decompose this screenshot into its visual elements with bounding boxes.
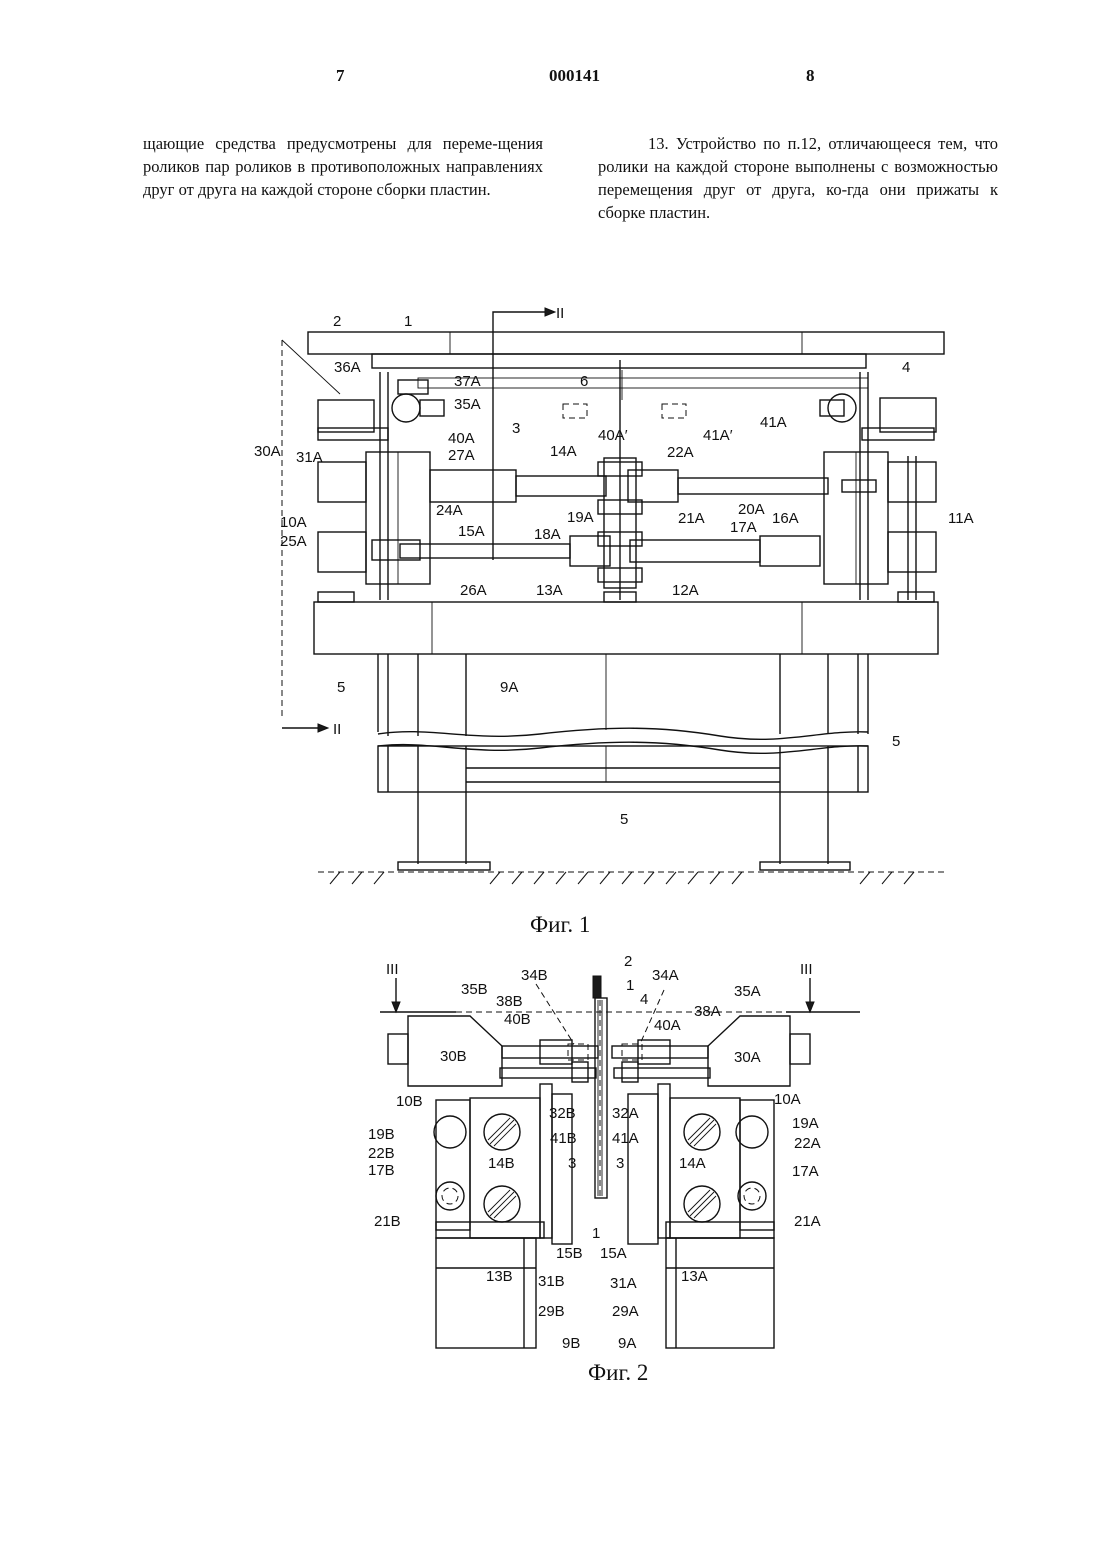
- figure-1-labels: 2 1 II 36A 37A 6 4 35A 40A 3 40A′ 41A′ 4…: [254, 305, 974, 828]
- fig2-label: 22B: [368, 1145, 395, 1162]
- fig1-label: 41A′: [703, 427, 733, 444]
- fig2-label: 3: [568, 1155, 576, 1172]
- fig2-label: 29B: [538, 1303, 565, 1320]
- fig1-label: 40A′: [598, 427, 628, 444]
- fig1-label: 27A: [448, 447, 475, 464]
- figure-1-drawing: [282, 308, 944, 884]
- fig1-label: 2: [333, 313, 341, 330]
- fig2-label: 34A: [652, 967, 679, 984]
- fig1-label: 35A: [454, 396, 481, 413]
- fig2-label: III: [386, 961, 399, 978]
- fig2-label: 1: [626, 977, 634, 994]
- fig1-label: 5: [620, 811, 628, 828]
- fig2-label: 9B: [562, 1335, 580, 1352]
- fig2-label: 41B: [550, 1130, 577, 1147]
- fig1-label: 5: [892, 733, 900, 750]
- fig2-label: III: [800, 961, 813, 978]
- fig2-label: 22A: [794, 1135, 821, 1152]
- fig2-label: 17A: [792, 1163, 819, 1180]
- fig2-label: 13B: [486, 1268, 513, 1285]
- fig2-label: 13A: [681, 1268, 708, 1285]
- fig1-label: 30A: [254, 443, 281, 460]
- fig1-label: 1: [404, 313, 412, 330]
- fig1-label: 3: [512, 420, 520, 437]
- fig1-label: 14A: [550, 443, 577, 460]
- fig2-label: 15B: [556, 1245, 583, 1262]
- fig1-label: II: [556, 305, 564, 322]
- fig2-label: 29A: [612, 1303, 639, 1320]
- figure-1-caption: Фиг. 1: [530, 912, 590, 938]
- fig2-label: 2: [624, 953, 632, 970]
- fig2-label: 40A: [654, 1017, 681, 1034]
- fig2-label: 38A: [694, 1003, 721, 1020]
- fig1-label: 9A: [500, 679, 518, 696]
- fig1-label: 31A: [296, 449, 323, 466]
- fig1-label: 25A: [280, 533, 307, 550]
- fig1-label: 26A: [460, 582, 487, 599]
- fig2-label: 21B: [374, 1213, 401, 1230]
- fig2-label: 4: [640, 991, 648, 1008]
- fig2-label: 10B: [396, 1093, 423, 1110]
- fig2-label: 35B: [461, 981, 488, 998]
- fig2-label: 9A: [618, 1335, 636, 1352]
- fig2-label: 15A: [600, 1245, 627, 1262]
- fig1-label: 6: [580, 373, 588, 390]
- fig1-label: 5: [337, 679, 345, 696]
- fig2-label: 17B: [368, 1162, 395, 1179]
- fig2-label: 34B: [521, 967, 548, 984]
- fig1-label: 11A: [948, 510, 974, 527]
- fig2-label: 41A: [612, 1130, 639, 1147]
- fig1-label: 20A: [738, 501, 765, 518]
- fig1-label: 4: [902, 359, 910, 376]
- fig1-label: 18A: [534, 526, 561, 543]
- fig1-label: 12A: [672, 582, 699, 599]
- fig2-label: 21A: [794, 1213, 821, 1230]
- fig2-label: 19A: [792, 1115, 819, 1132]
- fig2-label: 30B: [440, 1048, 467, 1065]
- fig1-label: 13A: [536, 582, 563, 599]
- fig2-label: 14A: [679, 1155, 706, 1172]
- fig2-label: 19B: [368, 1126, 395, 1143]
- fig1-label: 15A: [458, 523, 485, 540]
- fig2-label: 31B: [538, 1273, 565, 1290]
- fig1-label: 19A: [567, 509, 594, 526]
- fig2-label: 32A: [612, 1105, 639, 1122]
- fig2-label: 10A: [774, 1091, 801, 1108]
- fig2-label: 30A: [734, 1049, 761, 1066]
- fig2-label: 38B: [496, 993, 523, 1010]
- fig1-label: 37A: [454, 373, 481, 390]
- fig1-label: 10A: [280, 514, 307, 531]
- fig1-label: 17A: [730, 519, 757, 536]
- fig2-label: 31A: [610, 1275, 637, 1292]
- fig1-label: 22A: [667, 444, 694, 461]
- fig1-label: 24A: [436, 502, 463, 519]
- figure-2-caption: Фиг. 2: [588, 1360, 648, 1386]
- fig2-label: 40B: [504, 1011, 531, 1028]
- fig2-label: 14B: [488, 1155, 515, 1172]
- fig1-label: 41A: [760, 414, 787, 431]
- fig2-label: 3: [616, 1155, 624, 1172]
- fig1-label: 21A: [678, 510, 705, 527]
- fig1-label: II: [333, 721, 341, 738]
- fig2-label: 1: [592, 1225, 600, 1242]
- fig2-label: 32B: [549, 1105, 576, 1122]
- fig1-label: 40A: [448, 430, 475, 447]
- fig1-label: 36A: [334, 359, 361, 376]
- fig1-label: 16A: [772, 510, 799, 527]
- fig2-label: 35A: [734, 983, 761, 1000]
